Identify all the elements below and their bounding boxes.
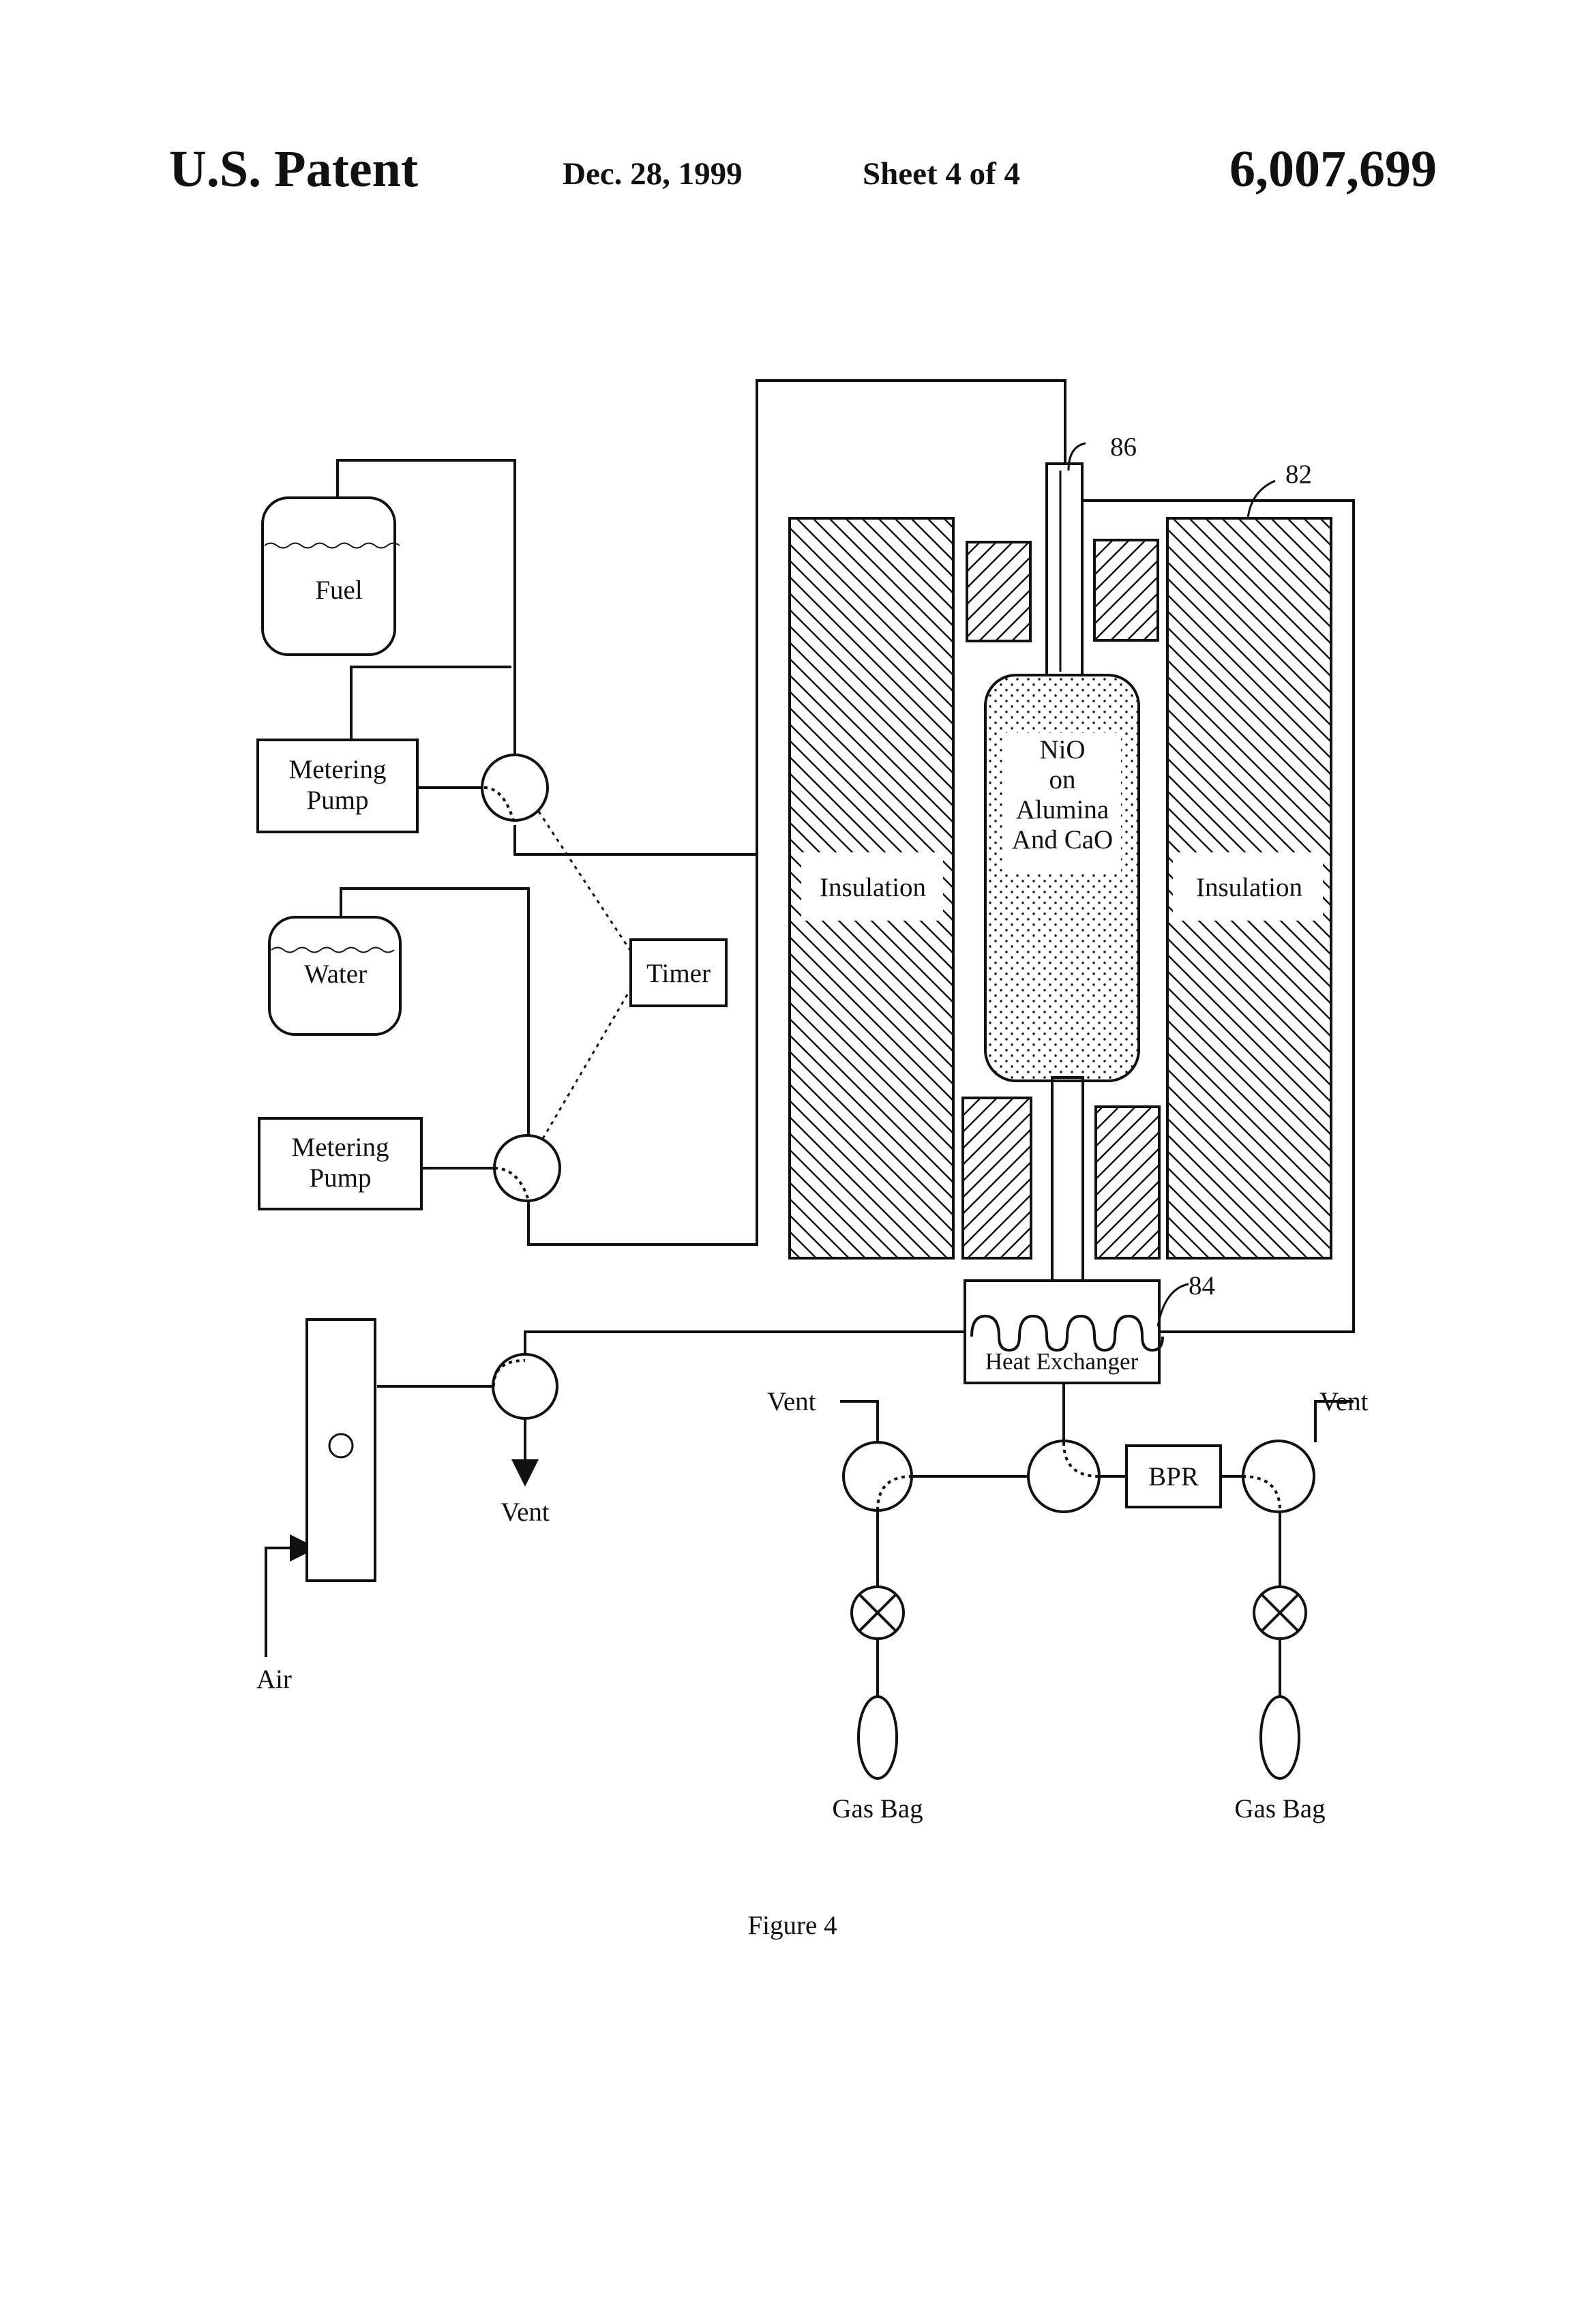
ref-86-label: 86 — [1110, 432, 1137, 462]
back-pressure-regulator: BPR — [1126, 1446, 1221, 1507]
air-column — [307, 1320, 375, 1581]
gas-bags — [859, 1697, 1299, 1778]
insulation-label-left: Insulation — [820, 873, 926, 902]
heater-block-bottom-right — [1096, 1107, 1159, 1258]
vent-label-left-valve: Vent — [767, 1387, 816, 1416]
timer-box: Timer — [631, 940, 726, 1006]
fuel-label: Fuel — [315, 576, 363, 605]
figure-caption: Figure 4 — [747, 1911, 837, 1940]
heater-block-bottom-left — [963, 1098, 1031, 1258]
metering-pump-top: Metering Pump — [258, 740, 417, 832]
gas-bag-right-label: Gas Bag — [1234, 1794, 1325, 1823]
three-way-valve-air-icon — [493, 1354, 557, 1418]
metering-pump-bottom-label-line1: Metering — [292, 1133, 389, 1162]
insulation-label-right: Insulation — [1196, 873, 1302, 902]
heat-exchanger-label: Heat Exchanger — [985, 1348, 1139, 1375]
three-way-valve-left-icon — [844, 1442, 912, 1510]
catalyst-label-line3: Alumina — [1016, 795, 1109, 824]
metering-pump-top-label-line2: Pump — [306, 786, 368, 815]
three-way-valve-right-icon — [1242, 1441, 1314, 1512]
gas-bag-left-icon — [859, 1697, 897, 1778]
shutoff-valve-left-icon — [852, 1587, 904, 1639]
fuel-tank: Fuel — [263, 498, 400, 655]
metering-pump-bottom: Metering Pump — [259, 1118, 421, 1209]
water-label: Water — [304, 959, 367, 989]
bpr-label: BPR — [1148, 1462, 1199, 1491]
ref-82-label: 82 — [1285, 460, 1312, 489]
reactor-outlet-tube — [1052, 1077, 1083, 1281]
vent-label-right-valve: Vent — [1319, 1387, 1369, 1416]
three-way-valve-water-icon — [494, 1135, 560, 1201]
gas-bag-left-label: Gas Bag — [832, 1794, 923, 1823]
ref-84-label: 84 — [1189, 1271, 1215, 1300]
gas-bag-right-icon — [1261, 1697, 1299, 1778]
heat-exchanger: Heat Exchanger — [965, 1281, 1163, 1383]
shutoff-valves — [852, 1587, 1306, 1639]
catalyst-label-line2: on — [1049, 765, 1076, 794]
three-way-valve-fuel-icon — [482, 755, 548, 825]
catalyst-label-line4: And CaO — [1012, 825, 1113, 854]
vent-label-air-valve: Vent — [501, 1498, 550, 1527]
timer-signal-lines — [539, 811, 631, 1146]
three-way-valve-center-icon — [1028, 1441, 1099, 1512]
reactor-inlet-tube — [1047, 464, 1082, 675]
heater-block-top-right — [1094, 540, 1158, 640]
water-tank: Water — [269, 917, 400, 1034]
reactor-assembly: Insulation Insulation NiO on Alumina And… — [790, 464, 1331, 1281]
timer-label: Timer — [646, 959, 711, 988]
heater-block-top-left — [967, 542, 1030, 641]
metering-pump-top-label-line1: Metering — [289, 755, 387, 784]
metering-pump-bottom-label-line2: Pump — [309, 1163, 371, 1193]
catalyst-label-line1: NiO — [1039, 735, 1085, 764]
shutoff-valve-right-icon — [1254, 1587, 1306, 1639]
air-label: Air — [256, 1665, 292, 1694]
